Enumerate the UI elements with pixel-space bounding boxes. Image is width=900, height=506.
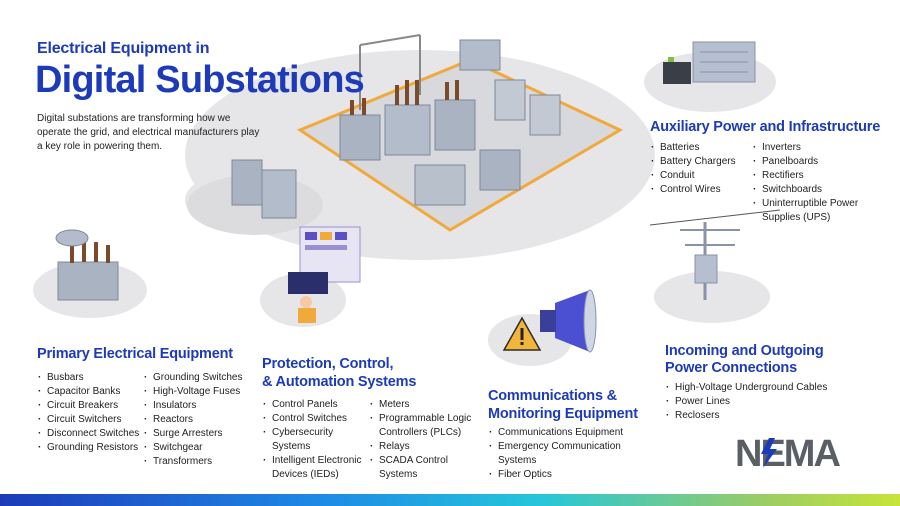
list-item: Reclosers (666, 409, 841, 423)
incoming-title-line1: Incoming and Outgoing (665, 343, 824, 359)
list-item: Conduit (651, 169, 751, 183)
list-item: Fiber Optics (489, 468, 654, 482)
list-item: Control Switches (263, 412, 371, 426)
list-item: Intelligent Electronic Devices (IEDs) (263, 454, 371, 482)
list-item: Power Lines (666, 395, 841, 409)
list-item: Battery Chargers (651, 155, 751, 169)
intro-text: Digital substations are transforming how… (37, 113, 260, 152)
list-item: Relays (370, 440, 478, 454)
list-item: Batteries (651, 141, 751, 155)
primary-title: Primary Electrical Equipment (37, 346, 233, 362)
list-item: Meters (370, 398, 478, 412)
protection-list-1: Control Panels Control Switches Cybersec… (263, 398, 371, 482)
list-item: Grounding Resistors (38, 441, 146, 455)
logo-text: NEMA (735, 433, 840, 472)
primary-list-2: Grounding Switches High-Voltage Fuses In… (144, 371, 244, 469)
list-item: Capacitor Banks (38, 385, 146, 399)
list-item: Uninterruptible Power Supplies (UPS) (753, 197, 868, 225)
communications-title-line2: Monitoring Equipment (488, 406, 638, 422)
list-item: Control Panels (263, 398, 371, 412)
list-item: Rectifiers (753, 169, 868, 183)
incoming-title-line2: Power Connections (665, 360, 797, 376)
substation-illustration (185, 34, 655, 260)
power-connections-illustration (649, 209, 781, 323)
incoming-list: High-Voltage Underground Cables Power Li… (666, 381, 841, 423)
primary-list-1: Busbars Capacitor Banks Circuit Breakers… (38, 371, 146, 455)
list-item: Surge Arresters (144, 427, 244, 441)
list-item: Busbars (38, 371, 146, 385)
list-item: Switchboards (753, 183, 868, 197)
list-item: Panelboards (753, 155, 868, 169)
bottom-gradient-bar (0, 494, 900, 506)
list-item: Disconnect Switches (38, 427, 146, 441)
page-title: Digital Substations (35, 59, 365, 101)
list-item: Communications Equipment (489, 426, 654, 440)
list-item: Programmable Logic Controllers (PLCs) (370, 412, 478, 440)
nema-logo: NEMA (735, 433, 842, 472)
protection-illustration (260, 226, 361, 327)
list-item: Circuit Breakers (38, 399, 146, 413)
auxiliary-list-1: Batteries Battery Chargers Conduit Contr… (651, 141, 751, 197)
protection-list-2: Meters Programmable Logic Controllers (P… (370, 398, 478, 482)
list-item: Switchgear (144, 441, 244, 455)
list-item: Circuit Switchers (38, 413, 146, 427)
list-item: Grounding Switches (144, 371, 244, 385)
communications-list: Communications Equipment Emergency Commu… (489, 426, 654, 482)
list-item: SCADA Control Systems (370, 454, 478, 482)
auxiliary-illustration (644, 41, 776, 112)
protection-title-line2: & Automation Systems (262, 374, 417, 390)
communications-title-line1: Communications & (488, 388, 617, 404)
communications-illustration (488, 289, 597, 366)
header-subtitle: Electrical Equipment in (37, 40, 210, 57)
list-item: Emergency Communication Systems (489, 440, 654, 468)
list-item: High-Voltage Underground Cables (666, 381, 841, 395)
auxiliary-list-2: Inverters Panelboards Rectifiers Switchb… (753, 141, 868, 225)
list-item: Control Wires (651, 183, 751, 197)
list-item: Cybersecurity Systems (263, 426, 371, 454)
list-item: Reactors (144, 413, 244, 427)
list-item: Transformers (144, 455, 244, 469)
protection-title-line1: Protection, Control, (262, 356, 394, 372)
primary-equipment-illustration (33, 229, 147, 318)
list-item: Inverters (753, 141, 868, 155)
list-item: Insulators (144, 399, 244, 413)
list-item: High-Voltage Fuses (144, 385, 244, 399)
auxiliary-title: Auxiliary Power and Infrastructure (650, 119, 881, 135)
